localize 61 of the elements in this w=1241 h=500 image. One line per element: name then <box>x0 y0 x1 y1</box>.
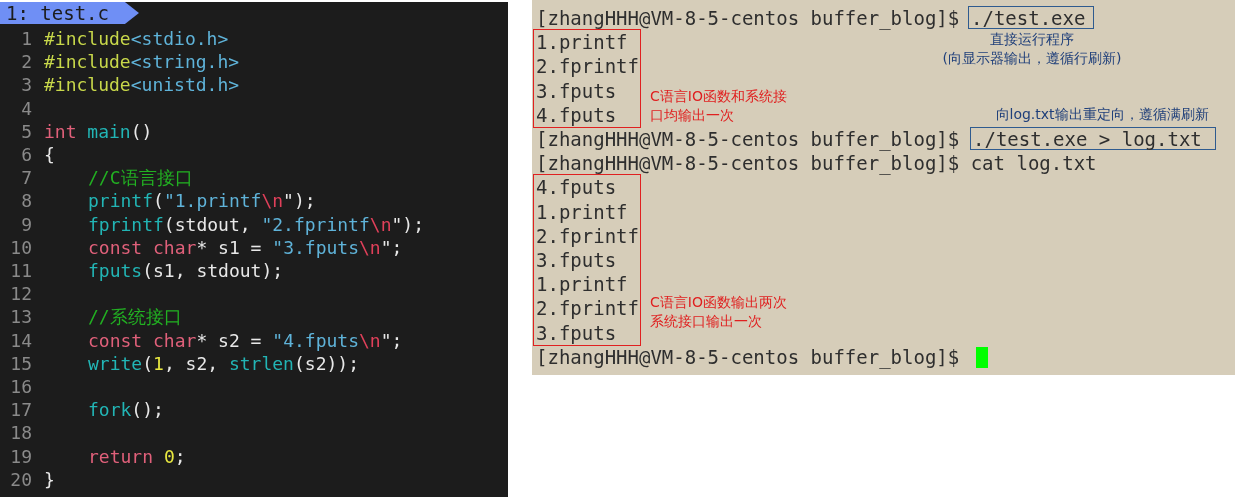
output-box <box>533 174 641 346</box>
output-line: 1.printf <box>536 272 628 297</box>
line-number: 9 <box>20 212 32 236</box>
line-number: 8 <box>20 189 32 213</box>
output-line: 3.fputs <box>536 248 617 272</box>
annotation-text: (向显示器输出，遵循行刷新) <box>942 49 1122 68</box>
code-line: fork(); <box>88 398 164 422</box>
output-line: 2.fprintf <box>536 223 639 248</box>
line-number: 5 <box>20 119 32 143</box>
shell-prompt: [zhangHHH@VM-8-5-centos buffer_blog]$ <box>536 127 960 151</box>
code-line: int main() <box>44 119 153 143</box>
line-number: 13 <box>9 305 32 329</box>
code-line: write(1, s2, strlen(s2)); <box>88 351 360 375</box>
output-line: 4.fputs <box>536 175 617 200</box>
line-number: 4 <box>20 96 32 120</box>
output-line: 4.fputs <box>536 102 617 127</box>
line-number: 19 <box>9 444 32 468</box>
shell-prompt: [zhangHHH@VM-8-5-centos buffer_blog]$ <box>536 6 960 30</box>
code-line: printf("1.printf\n"); <box>88 189 316 213</box>
output-line: 1.printf <box>536 199 628 224</box>
line-number: 6 <box>20 143 32 166</box>
annotation-text: C语言IO函数和系统接口均输出一次 <box>650 87 788 125</box>
code-line: fprintf(stdout, "2.fprintf\n"); <box>88 212 425 236</box>
line-number: 15 <box>9 351 32 375</box>
line-number: 20 <box>9 467 32 491</box>
command-text: ./test.exe <box>971 6 1086 30</box>
code-line: //C语言接口 <box>88 166 193 190</box>
code-line: const char* s1 = "3.fputs\n"; <box>88 235 403 259</box>
line-number: 16 <box>9 375 32 398</box>
file-tab: 1: test.c <box>0 2 139 24</box>
output-line: 2.fprintf <box>536 54 639 79</box>
line-number: 11 <box>9 259 32 282</box>
code-line: const char* s2 = "4.fputs\n"; <box>88 328 403 352</box>
code-line: #include<unistd.h> <box>44 73 240 97</box>
code-line: } <box>44 467 55 491</box>
code-line: #include<stdio.h> <box>44 27 229 50</box>
output-line: 1.printf <box>536 30 628 55</box>
shell-prompt: [zhangHHH@VM-8-5-centos buffer_blog]$ <box>536 344 960 369</box>
code-line: return 0; <box>88 444 186 468</box>
output-line: 3.fputs <box>536 320 617 345</box>
line-number: 1 <box>20 27 32 50</box>
command-text: ./test.exe > log.txt <box>973 127 1202 151</box>
annotation-text: 直接运行程序 <box>990 30 1074 49</box>
code-line: fputs(s1, stdout); <box>88 259 284 282</box>
output-line: 2.fprintf <box>536 296 639 321</box>
line-number: 10 <box>9 235 32 259</box>
line-number: 14 <box>9 328 32 352</box>
line-number: 7 <box>20 166 32 190</box>
output-line: 3.fputs <box>536 78 617 103</box>
line-number: 2 <box>20 50 32 74</box>
line-number: 17 <box>9 398 32 422</box>
code-line: //系统接口 <box>88 305 182 329</box>
shell-prompt: [zhangHHH@VM-8-5-centos buffer_blog]$ cat log.txt <box>536 151 1097 176</box>
output-box <box>533 29 641 128</box>
line-number: 3 <box>20 73 32 97</box>
line-number: 12 <box>9 282 32 306</box>
line-number: 18 <box>9 421 32 445</box>
annotation-text: C语言IO函数输出两次系统接口输出一次 <box>650 293 788 331</box>
code-line: { <box>44 143 55 166</box>
code-line: #include<string.h> <box>44 50 240 74</box>
annotation-text: 向log.txt输出重定向，遵循满刷新 <box>995 105 1209 124</box>
